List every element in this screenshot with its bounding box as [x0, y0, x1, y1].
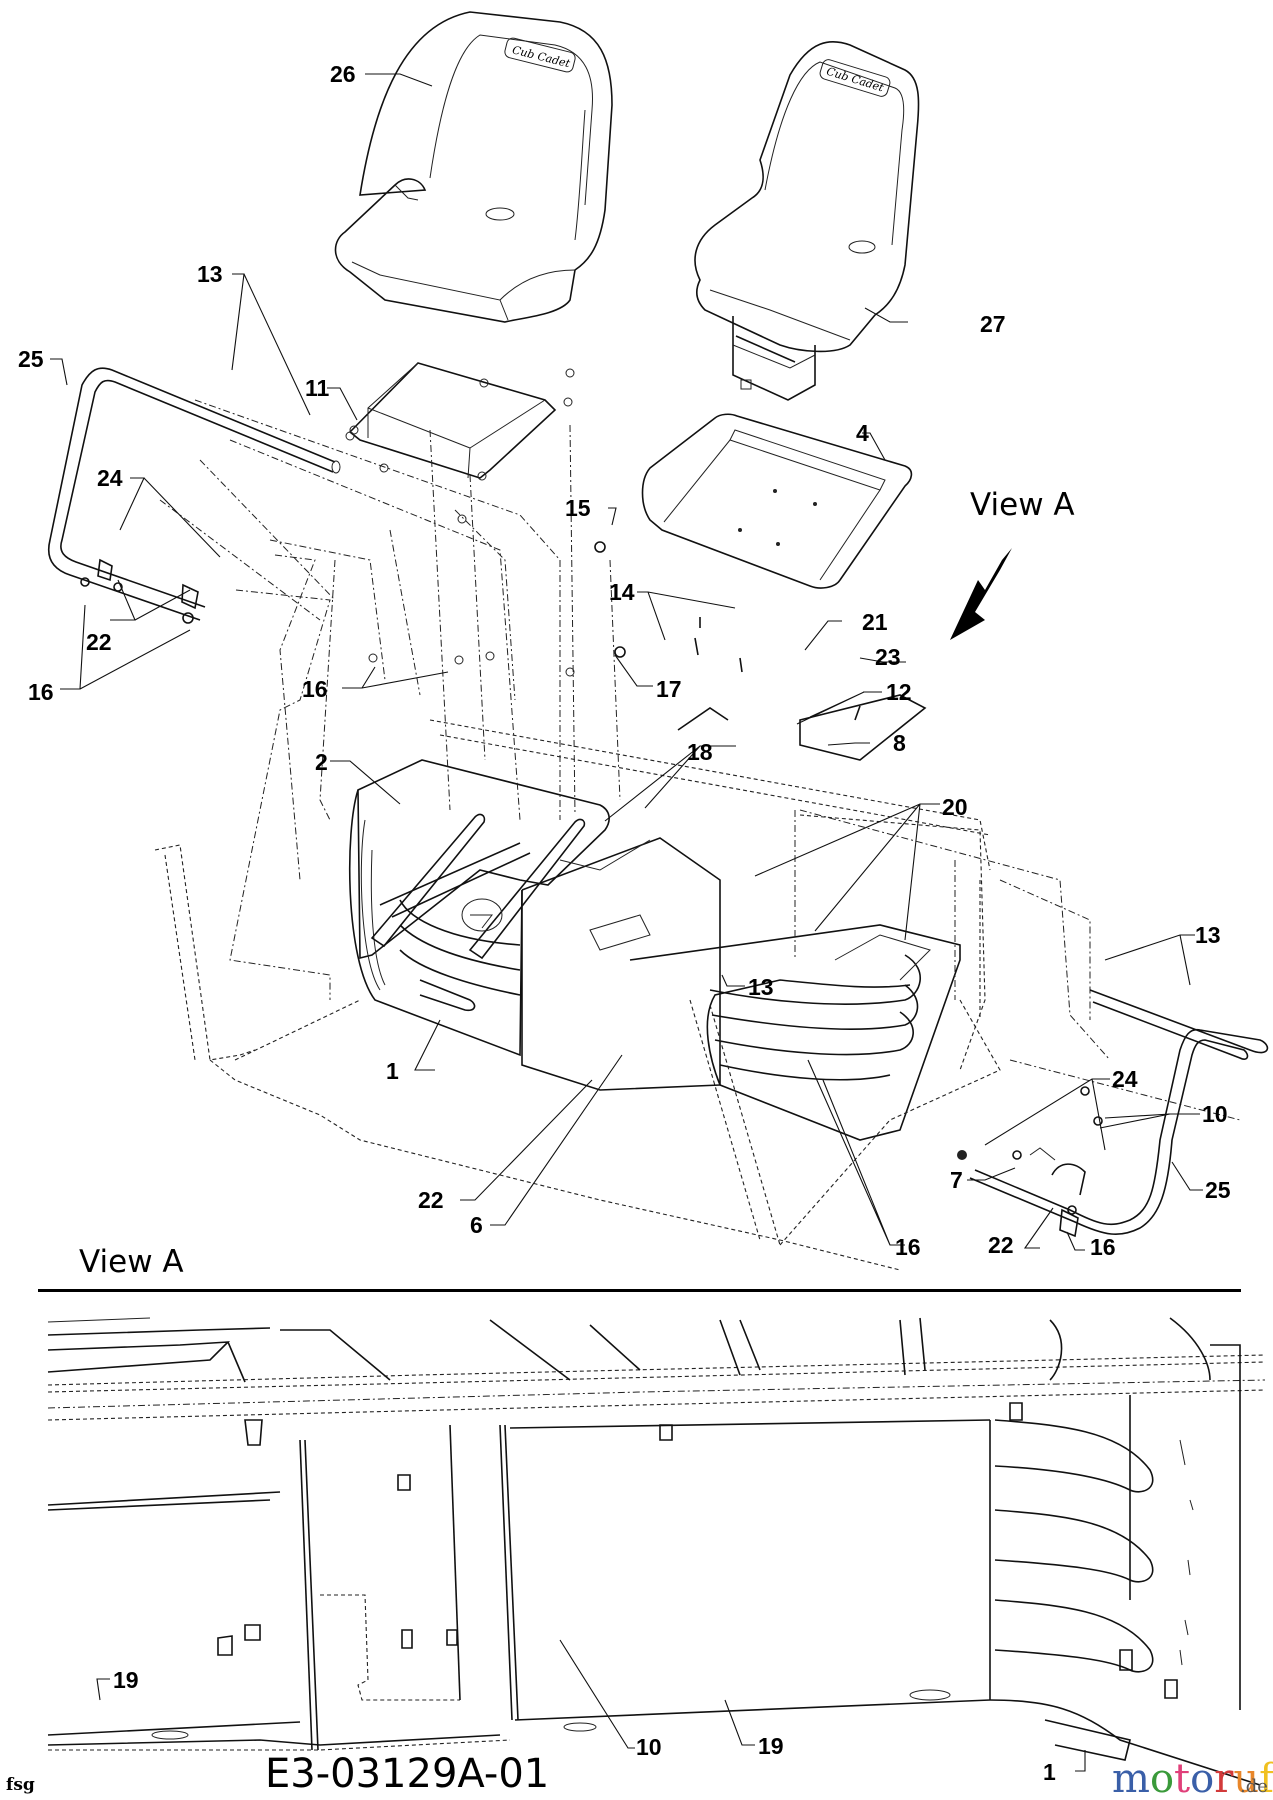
- seat-pan-part-4: [641, 413, 913, 589]
- callout-1: 1: [386, 1058, 399, 1084]
- watermark-letter: o: [1150, 1756, 1174, 1800]
- drawing-number: E3-03129A-01: [265, 1751, 549, 1797]
- callout-16: 16: [895, 1234, 921, 1260]
- watermark-logo: motoruf .de: [1112, 1756, 1273, 1800]
- seat-part-26: Cub Cadet: [334, 11, 613, 323]
- callouts-view-a: 19 10 19 1: [113, 1667, 1056, 1785]
- view-a-detail-drawing: [47, 1317, 1266, 1786]
- callout-24: 24: [97, 465, 123, 491]
- grab-bar-left-part-25: [48, 367, 341, 621]
- callout-4: 4: [856, 420, 869, 446]
- callout-2: 2: [315, 749, 328, 775]
- watermark-letter: f: [1259, 1756, 1273, 1800]
- callout-25: 25: [18, 346, 44, 372]
- callout-10: 10: [1202, 1101, 1228, 1127]
- callout-13: 13: [1195, 922, 1221, 948]
- callout-1: 1: [1043, 1759, 1056, 1785]
- watermark-letter: o: [1190, 1756, 1214, 1800]
- callout-22: 22: [988, 1232, 1014, 1258]
- fasteners: [80, 368, 1103, 1215]
- callout-13: 13: [197, 261, 223, 287]
- callout-21: 21: [862, 609, 888, 635]
- seat-logo-2: Cub Cadet: [825, 65, 886, 95]
- callout-8: 8: [893, 730, 906, 756]
- watermark-letter: u: [1233, 1756, 1259, 1800]
- callout-22: 22: [86, 629, 112, 655]
- frame-outline-dashed: [154, 719, 1001, 1271]
- callout-19: 19: [758, 1733, 784, 1759]
- seat-bracket: [345, 362, 557, 481]
- view-a-leader-lines: [96, 1639, 1086, 1772]
- callout-25: 25: [1205, 1177, 1231, 1203]
- callout-27: 27: [980, 311, 1006, 337]
- callout-10: 10: [636, 1734, 662, 1760]
- view-a-title: View A: [79, 1244, 184, 1280]
- callout-16: 16: [1090, 1234, 1116, 1260]
- view-a-arrow-label: View A: [970, 487, 1075, 523]
- watermark-letter: r: [1214, 1756, 1234, 1800]
- leader-lines: [50, 73, 1203, 1251]
- grab-bar-right-part-25: [969, 989, 1269, 1238]
- callout-23: 23: [875, 644, 901, 670]
- callout-13: 13: [748, 974, 774, 1000]
- section-divider: [38, 1289, 1241, 1292]
- callout-15: 15: [565, 495, 591, 521]
- callout-16: 16: [302, 676, 328, 702]
- callout-6: 6: [470, 1212, 483, 1238]
- callout-17: 17: [656, 676, 682, 702]
- callout-12: 12: [886, 679, 912, 705]
- callout-7: 7: [950, 1167, 963, 1193]
- callout-11: 11: [305, 375, 330, 401]
- callout-26: 26: [330, 61, 356, 87]
- callout-20: 20: [942, 794, 968, 820]
- watermark-letter: m: [1112, 1756, 1150, 1800]
- callout-16: 16: [28, 679, 54, 705]
- watermark-suffix: .de: [1240, 1776, 1268, 1797]
- fender-body-part-1-2: [348, 759, 721, 1091]
- callout-19: 19: [113, 1667, 139, 1693]
- callout-22: 22: [418, 1187, 444, 1213]
- callout-24: 24: [1112, 1066, 1138, 1092]
- callout-14: 14: [609, 579, 635, 605]
- callouts-main-view: 26 27 13 25 11 4 24 15 22 16 14 21 23 16…: [18, 61, 1231, 1260]
- watermark-letter: t: [1174, 1756, 1190, 1800]
- watermark-text: motoruf: [1112, 1756, 1273, 1800]
- assembly-lines: [159, 399, 1241, 1121]
- fender-right: [629, 924, 961, 1141]
- view-a-arrow-icon: [950, 548, 1012, 640]
- footer-code: fsg: [6, 1775, 35, 1795]
- seat-part-27: Cub Cadet: [694, 40, 920, 401]
- callout-18: 18: [687, 739, 713, 765]
